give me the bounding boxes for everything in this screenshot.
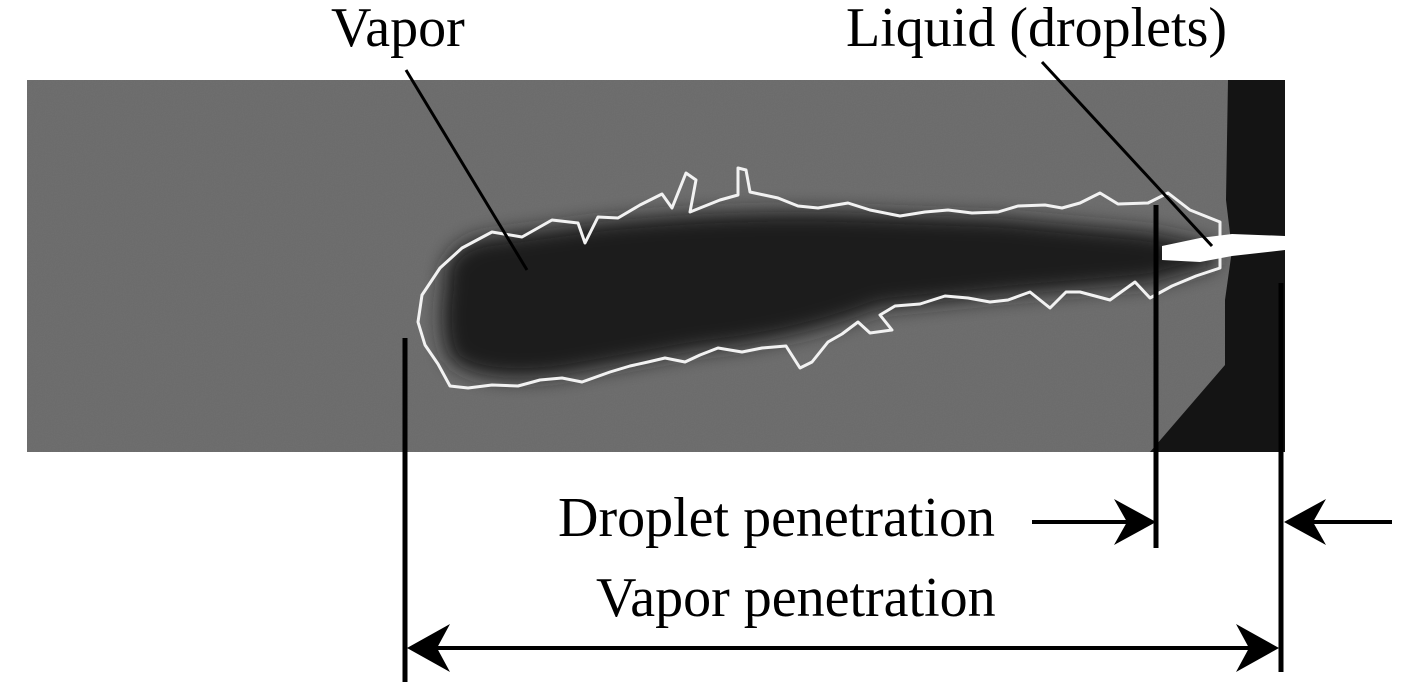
liquid-droplets-label: Liquid (droplets) bbox=[846, 0, 1227, 59]
nozzle-arrow bbox=[1284, 499, 1392, 545]
vapor-penetration-label: Vapor penetration bbox=[596, 567, 996, 629]
droplet-penetration-label: Droplet penetration bbox=[558, 487, 995, 549]
droplet-penetration-arrow bbox=[1032, 499, 1156, 545]
spray-photograph bbox=[27, 80, 1285, 452]
vapor-label: Vapor bbox=[331, 0, 465, 59]
vapor-penetration-arrow bbox=[407, 624, 1279, 672]
